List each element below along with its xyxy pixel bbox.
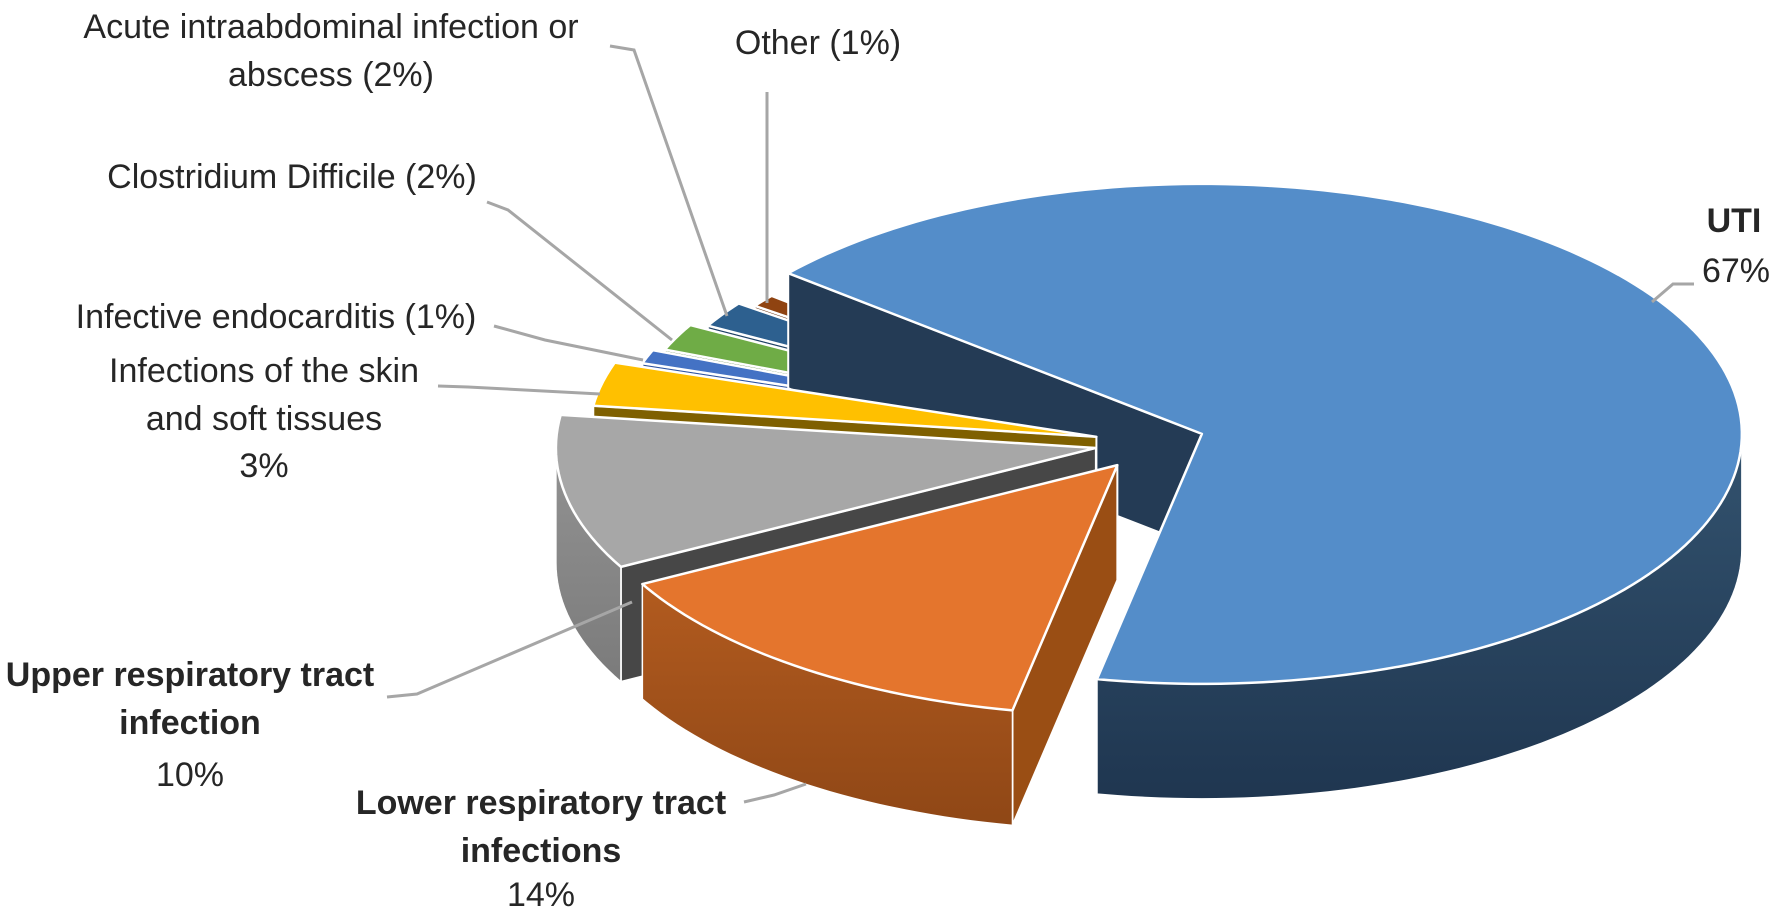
slice-upper-respiratory: [554, 413, 1098, 569]
label-upper-respiratory-pct: 10%: [155, 756, 225, 794]
leader-skin: [437, 384, 601, 396]
label-uti-pct: 67%: [1701, 252, 1771, 290]
leader-endo: [493, 324, 644, 362]
leader-acute: [609, 44, 729, 317]
label-infective-endocarditis: Infective endocarditis (1%): [75, 298, 477, 336]
label-skin-soft-tissues: Infections of the skin and soft tissues …: [109, 352, 419, 486]
label-acute-intraabdominal: Acute intraabdominal infection or absces…: [83, 8, 579, 94]
leader-upper: [386, 600, 633, 699]
label-uti: UTI: [1706, 202, 1762, 240]
leader-lower: [743, 782, 807, 804]
leader-uti: [1651, 282, 1694, 304]
label-clostridium-difficile: Clostridium Difficile (2%): [107, 158, 477, 196]
slice-lower-respiratory: [641, 463, 1119, 712]
label-other: Other (1%): [734, 24, 902, 62]
slice-uti: [786, 182, 1744, 686]
label-lower-respiratory: Lower respiratory tract infections: [355, 784, 727, 870]
leader-cdiff: [486, 200, 673, 342]
label-upper-respiratory: Upper respiratory tract infection: [5, 656, 375, 742]
slice-skin-soft-tissues: [592, 361, 1098, 439]
label-lower-respiratory-pct: 14%: [506, 876, 576, 914]
